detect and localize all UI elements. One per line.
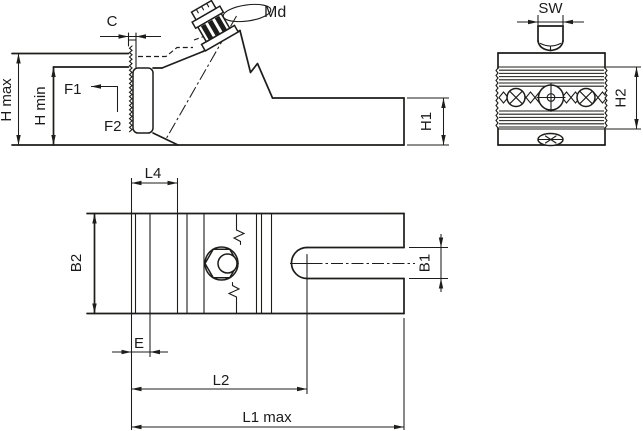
label-f1: F1 [64,81,82,98]
label-sw: SW [538,0,563,17]
top-view-outline [86,212,405,315]
serrated-face-side [128,45,133,133]
end-view-screws [506,82,596,147]
label-h1: H1 [418,112,435,131]
side-view: Md C H max H min F1 F2 [0,0,449,146]
dim-l4: L4 [130,165,179,214]
side-view-outline [11,29,405,146]
label-f2: F2 [104,118,122,135]
label-c: C [107,13,118,30]
end-view: SW H2 [495,0,641,147]
end-view-screw-head [537,25,564,52]
dim-l2: L2 [131,272,308,394]
label-e: E [134,335,144,352]
dim-h-min: H min [32,67,56,145]
label-l4: L4 [145,165,162,182]
dim-h1: H1 [407,97,449,146]
dim-l1-max: L1 max [131,318,405,430]
label-l1-max: L1 max [242,409,292,426]
hidden-edges [138,35,206,58]
clamp-insert [132,67,154,134]
top-view: B2 L4 B1 E [68,165,448,430]
torque-arrow: Md [222,3,286,23]
dim-h2: H2 [606,66,641,130]
dim-sw: SW [517,0,584,26]
slot [290,246,415,280]
dim-b1: B1 [409,234,448,292]
label-l2: L2 [213,372,230,389]
label-h-max: H max [0,78,15,122]
force-labels: F1 F2 [64,81,122,135]
dim-c: C [100,13,161,39]
label-h-min: H min [32,86,49,125]
dim-h-max: H max [0,53,21,145]
clamping-screw [190,0,240,52]
dim-b2: B2 [68,213,97,314]
hex-bolt [204,246,239,281]
label-b1: B1 [417,254,434,272]
label-h2: H2 [613,88,630,107]
label-md: Md [264,4,286,21]
label-b2: B2 [68,254,85,272]
dim-e: E [112,313,168,430]
